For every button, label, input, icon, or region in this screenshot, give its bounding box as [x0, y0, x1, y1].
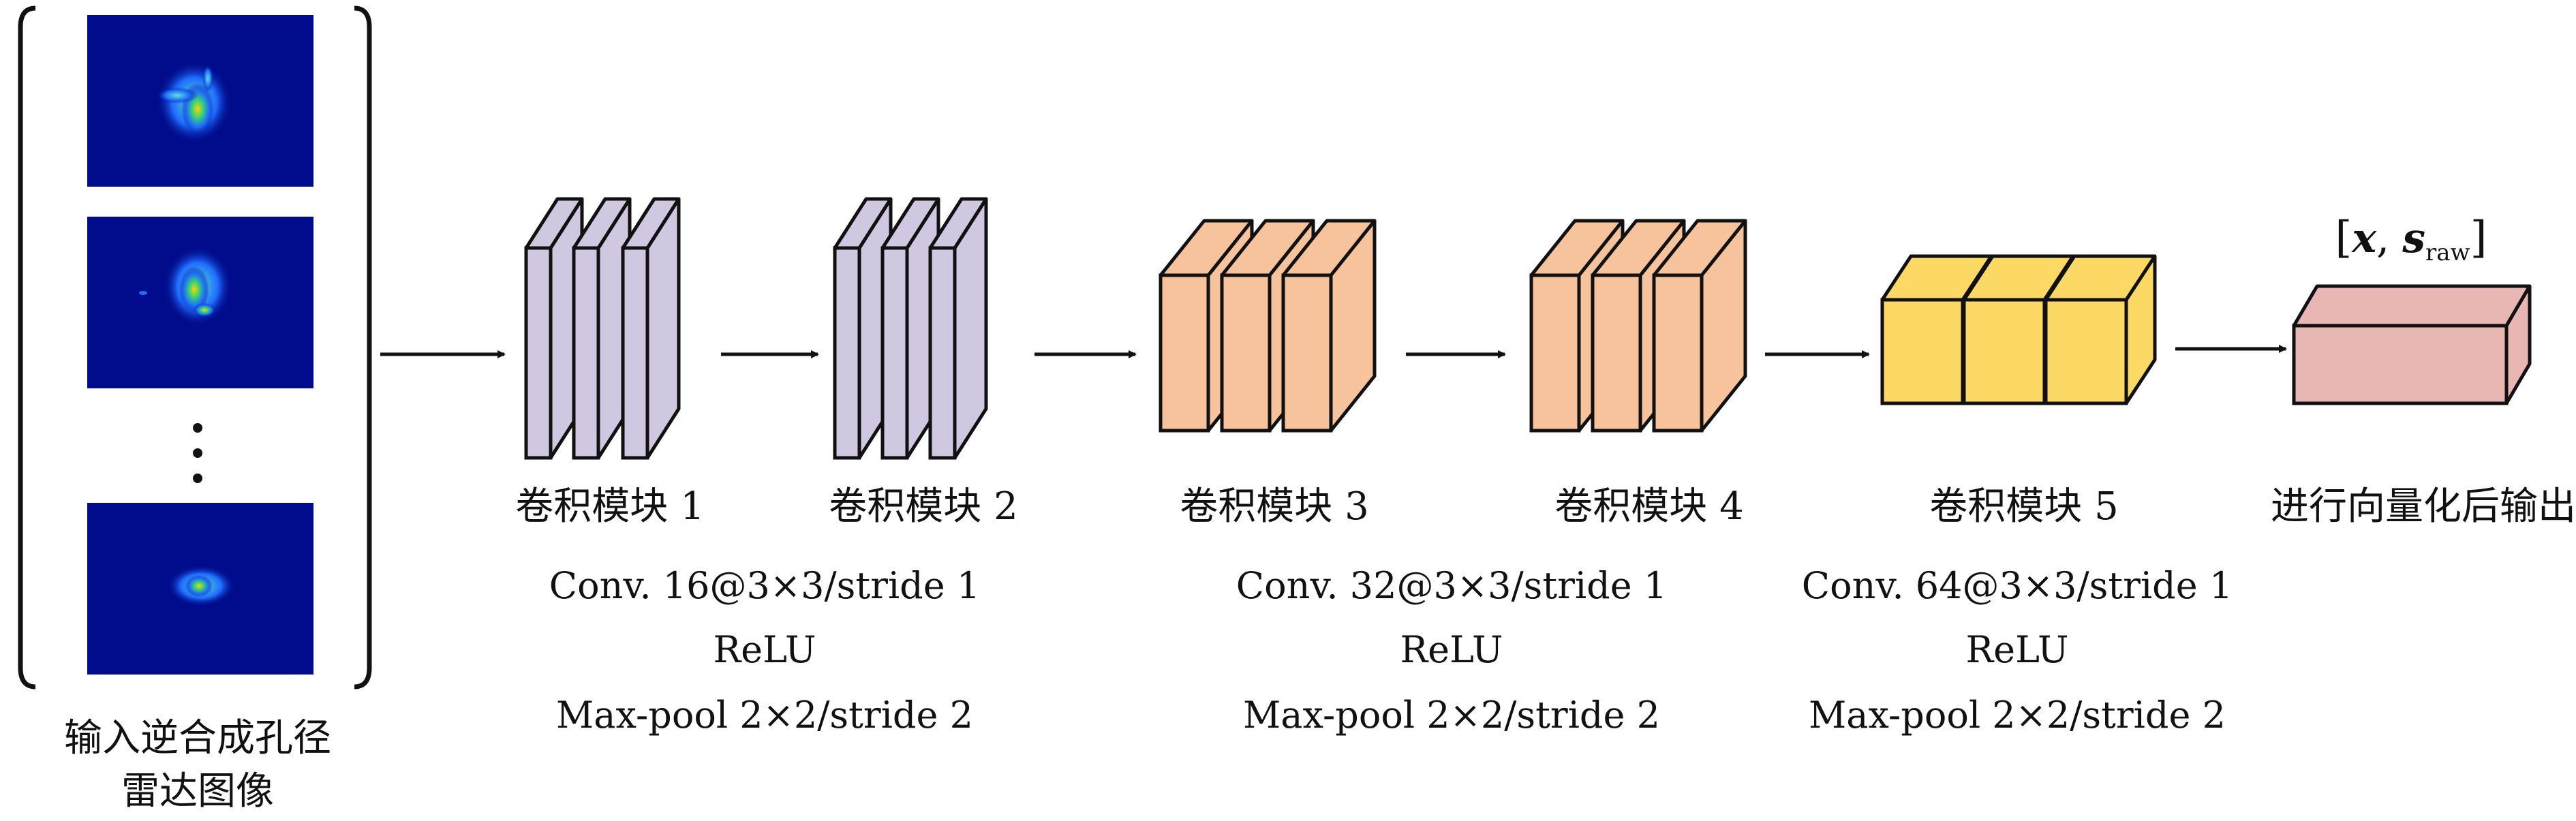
slab-front-face — [1281, 273, 1333, 433]
block-2-label: 卷积模块 2 — [829, 484, 1017, 529]
slab-front-face — [1880, 298, 1965, 405]
slab-front-face — [833, 246, 861, 460]
spec-1-conv: Conv. 16@3×3/stride 1 — [549, 564, 980, 607]
spec-1-pool: Max-pool 2×2/stride 2 — [556, 694, 973, 737]
slab-front-face — [1652, 273, 1704, 433]
block-3-label: 卷积模块 3 — [1180, 484, 1368, 529]
spec-1-activation: ReLU — [713, 628, 816, 671]
spec-3-activation: ReLU — [1965, 628, 2068, 671]
slab-front-face — [572, 246, 600, 460]
radar-image-2 — [87, 217, 313, 388]
conv-block-2-slab-3 — [928, 197, 988, 460]
block-4-label: 卷积模块 4 — [1554, 484, 1743, 529]
input-label-line2: 雷达图像 — [121, 769, 274, 814]
slab-front-face — [524, 246, 553, 460]
spec-group-3: Conv. 64@3×3/stride 1 ReLU Max-pool 2×2/… — [1802, 564, 2233, 737]
output-label: 进行向量化后输出 — [2271, 484, 2576, 529]
slab-front-face — [1220, 273, 1272, 433]
slab-front-face — [621, 246, 649, 460]
conv-block-3 — [1159, 219, 1377, 433]
flow-arrows — [380, 345, 2287, 358]
conv-block-1 — [524, 197, 681, 460]
input-label-line1: 输入逆合成孔径 — [64, 716, 331, 760]
spec-group-1: Conv. 16@3×3/stride 1 ReLU Max-pool 2×2/… — [549, 564, 980, 737]
conv-block-4 — [1529, 219, 1747, 433]
conv-block-3-slab-3 — [1281, 219, 1377, 433]
radar-image-3 — [87, 503, 313, 675]
spec-2-conv: Conv. 32@3×3/stride 1 — [1236, 564, 1667, 607]
slab-front-face — [880, 246, 909, 460]
conv-blocks — [524, 197, 2157, 460]
spec-group-2: Conv. 32@3×3/stride 1 ReLU Max-pool 2×2/… — [1236, 564, 1667, 737]
conv-block-5 — [1880, 254, 2157, 405]
output-vector-block — [2292, 284, 2532, 405]
slab-front-face — [2044, 298, 2128, 405]
left-bracket — [18, 5, 36, 690]
output-vector-label: [x, sraw] — [2335, 213, 2487, 266]
slab-front-face — [1591, 273, 1642, 433]
conv-block-1-slab-3 — [621, 197, 681, 460]
block-5-label: 卷积模块 5 — [1929, 484, 2118, 529]
spec-3-conv: Conv. 64@3×3/stride 1 — [1802, 564, 2233, 607]
output-top-face — [2292, 284, 2532, 328]
spec-2-pool: Max-pool 2×2/stride 2 — [1243, 694, 1660, 737]
spec-3-pool: Max-pool 2×2/stride 2 — [1809, 694, 2226, 737]
right-bracket — [354, 5, 372, 690]
slab-front-face — [1529, 273, 1581, 433]
slab-front-face — [1159, 273, 1210, 433]
conv-block-4-slab-3 — [1652, 219, 1747, 433]
slab-front-face — [1962, 298, 2046, 405]
conv-block-2 — [833, 197, 988, 460]
slab-front-face — [928, 246, 957, 460]
conv-block-5-slab-3 — [2044, 254, 2157, 405]
output-front-face — [2292, 324, 2509, 405]
radar-image-1 — [87, 15, 313, 187]
block-1-label: 卷积模块 1 — [515, 484, 704, 529]
ellipsis-dots — [193, 423, 202, 483]
spec-2-activation: ReLU — [1400, 628, 1503, 671]
